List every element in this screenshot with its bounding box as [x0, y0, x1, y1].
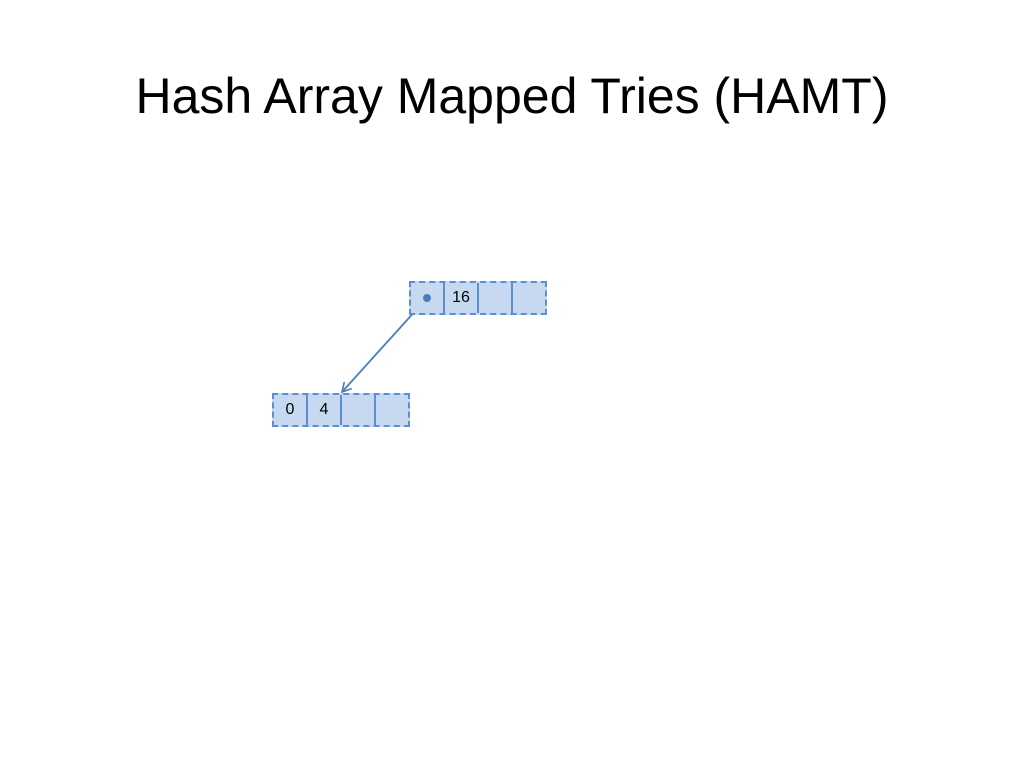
root-node-cell: 16 [445, 283, 479, 313]
pointer-dot-icon [423, 294, 431, 302]
root-node-array: 16 [409, 281, 547, 315]
root-node-cell-pointer [411, 283, 445, 313]
child-node-cell [376, 395, 408, 425]
page-title: Hash Array Mapped Tries (HAMT) [135, 68, 889, 124]
child-node-cell [342, 395, 376, 425]
root-node-cell [513, 283, 545, 313]
child-node-cell: 0 [274, 395, 308, 425]
child-node-cell: 4 [308, 395, 342, 425]
root-node-cell [479, 283, 513, 313]
child-node-array: 0 4 [272, 393, 410, 427]
